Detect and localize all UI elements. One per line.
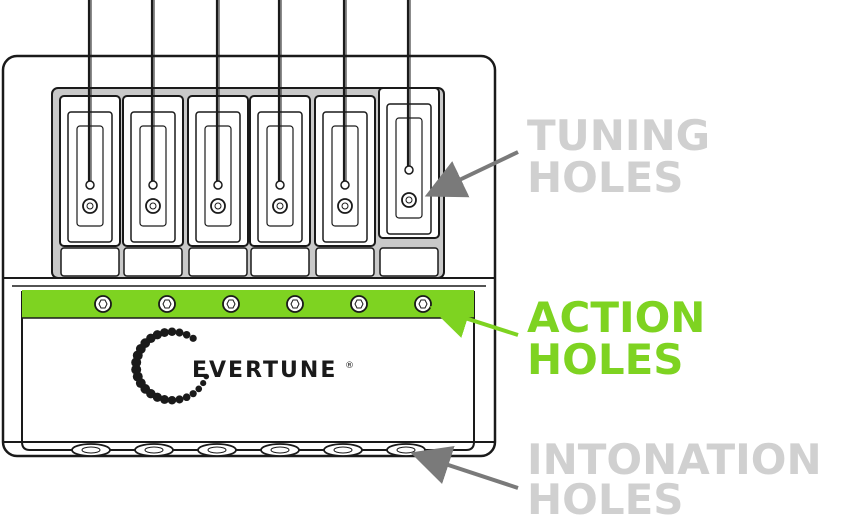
intonation-hole-group [71, 443, 426, 457]
intonation-hole [197, 443, 237, 457]
logo-dot [167, 395, 177, 405]
action-hole-hex [290, 299, 300, 309]
intonation-hole [260, 443, 300, 457]
action-hole [158, 295, 176, 313]
action-hole [414, 295, 432, 313]
tuning-label-line2: HOLES [527, 153, 684, 202]
action-hole-hex [418, 299, 428, 309]
tuning-hole [401, 192, 417, 208]
logo-dot [189, 334, 197, 342]
string-ball-end [404, 165, 414, 175]
action-hole [350, 295, 368, 313]
logo-dot [200, 380, 207, 387]
logo-brand: EVERTUNE [192, 358, 337, 383]
action-arrow-icon [429, 299, 519, 338]
action-strip [22, 290, 474, 318]
tuning-hole-socket [149, 202, 157, 210]
action-label-line1: ACTION [527, 293, 705, 342]
logo-dot [195, 385, 203, 393]
action-hole [94, 295, 112, 313]
tuning-label-line1: TUNING [527, 111, 710, 160]
tuning-hole-socket [341, 202, 349, 210]
string-ball-end [148, 180, 158, 190]
tuning-hole [337, 198, 353, 214]
tuning-hole [272, 198, 288, 214]
logo-dot [160, 395, 169, 404]
action-hole-hex [354, 299, 364, 309]
intonation-hole-socket [333, 446, 353, 454]
string-ball-end [275, 180, 285, 190]
dotted-circle-logo-icon [131, 327, 210, 405]
string-group [85, 0, 414, 190]
tuning-hole-socket [276, 202, 284, 210]
logo-dot [131, 364, 142, 375]
tuning-hole [82, 198, 98, 214]
evertune-logo: EVERTUNE ® [131, 327, 354, 405]
intonation-hole [134, 443, 174, 457]
intonation-hole-socket [270, 446, 290, 454]
intonation-label-line1: INTONATION [527, 435, 822, 484]
intonation-hole-socket [81, 446, 101, 454]
logo-dot [189, 390, 197, 398]
tuning-hole-socket [214, 202, 222, 210]
logo-dot [175, 328, 184, 337]
action-hole [222, 295, 240, 313]
action-hole-group [94, 295, 432, 313]
saddle-base-block [123, 247, 183, 277]
action-hole-hex [98, 299, 108, 309]
saddle-base-block [315, 247, 375, 277]
action-hole [286, 295, 304, 313]
logo-dot [182, 330, 191, 339]
intonation-hole [323, 443, 363, 457]
tuning-hole [210, 198, 226, 214]
action-plate [21, 291, 475, 451]
string-ball-end [340, 180, 350, 190]
logo-dot [203, 373, 210, 380]
tuning-hole [145, 198, 161, 214]
intonation-label-line2: HOLES [527, 475, 684, 517]
action-hole-hex [226, 299, 236, 309]
saddle-base-block [250, 247, 310, 277]
logo-dot [167, 327, 177, 337]
logo-dot [175, 395, 184, 404]
saddle-base-block [188, 247, 248, 277]
intonation-arrow-icon [410, 446, 519, 490]
action-label-line2: HOLES [527, 335, 684, 384]
logo-dot [152, 330, 162, 340]
tuning-arrow-icon [424, 150, 519, 198]
saddle-base-block [60, 247, 120, 277]
saddle-base-block [379, 247, 439, 277]
string-ball-end [213, 180, 223, 190]
logo-dot [182, 393, 191, 402]
intonation-hole-socket [144, 446, 164, 454]
tuning-hole-socket [405, 196, 413, 204]
logo-registered-mark: ® [345, 361, 354, 371]
logo-dot [160, 328, 169, 337]
action-hole-hex [162, 299, 172, 309]
intonation-hole [71, 443, 111, 457]
intonation-hole-socket [207, 446, 227, 454]
string-ball-end [85, 180, 95, 190]
tuning-hole-socket [86, 202, 94, 210]
